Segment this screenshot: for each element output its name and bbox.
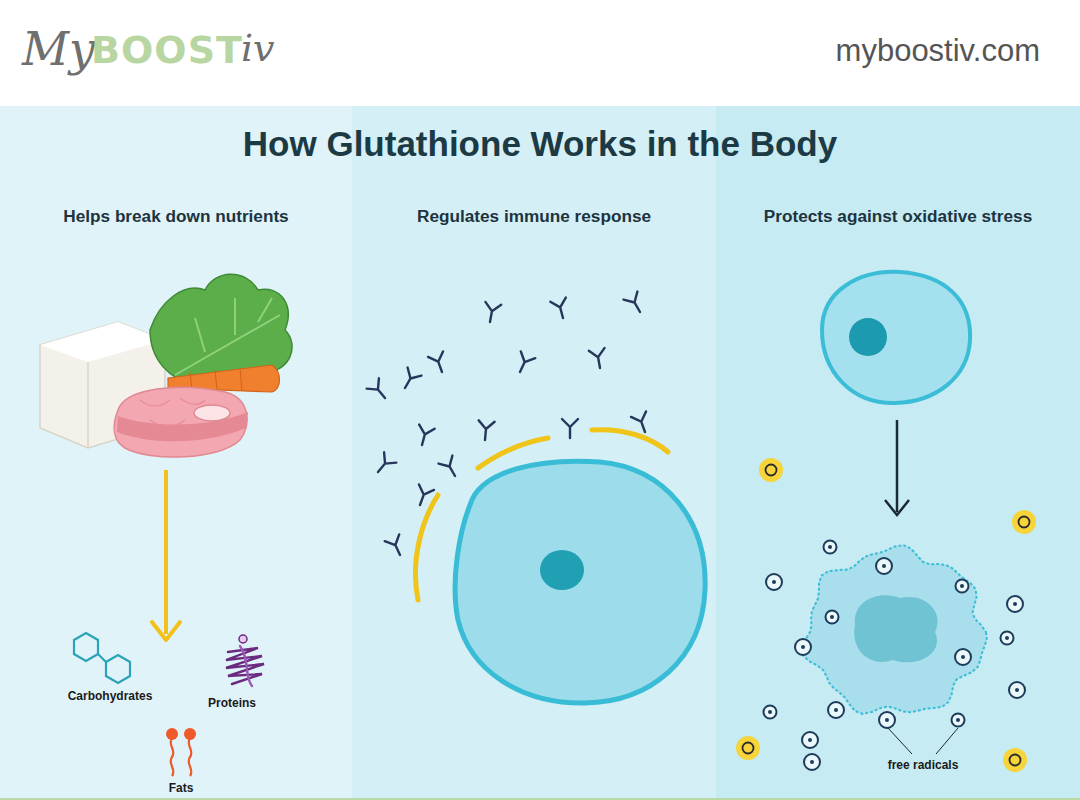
food-illustration bbox=[40, 274, 292, 457]
down-arrow bbox=[885, 420, 909, 515]
nutrient-label: Fats bbox=[169, 781, 194, 795]
immune-cell bbox=[415, 430, 705, 703]
healthy-cell bbox=[822, 272, 970, 403]
callout-label: free radicals bbox=[888, 758, 959, 772]
down-arrow bbox=[152, 470, 180, 640]
nutrient-label: Proteins bbox=[208, 696, 256, 710]
column-ground bbox=[716, 106, 1080, 800]
nutrient-label: Carbohydrates bbox=[68, 689, 153, 703]
header-band bbox=[0, 0, 1080, 106]
damaged-cell bbox=[802, 545, 987, 714]
diagram-title: How Glutathione Works in the Body bbox=[0, 124, 1080, 164]
carbohydrate-icon bbox=[74, 633, 130, 683]
logo-text: iv bbox=[241, 26, 275, 70]
logo-text: My bbox=[22, 22, 95, 76]
leader-lines bbox=[888, 728, 958, 754]
column-ground bbox=[352, 106, 716, 800]
column-ground bbox=[0, 106, 352, 800]
protein-icon bbox=[226, 635, 264, 686]
column-heading: Protects against oxidative stress bbox=[716, 206, 1080, 227]
column-band: Regulates immune response bbox=[352, 106, 716, 246]
free-radicals bbox=[736, 458, 1036, 772]
column-band: Helps break down nutrients bbox=[0, 106, 352, 246]
logo-text: BOOST bbox=[91, 28, 243, 72]
website-url: myboostiv.com bbox=[836, 33, 1040, 69]
bottom-rule bbox=[0, 798, 1080, 800]
column-heading: Regulates immune response bbox=[352, 206, 716, 227]
column-band: Protects against oxidative stress bbox=[716, 106, 1080, 246]
damaged-nucleus bbox=[854, 595, 937, 662]
fat-icon bbox=[166, 728, 196, 776]
column-heading: Helps break down nutrients bbox=[0, 206, 352, 227]
